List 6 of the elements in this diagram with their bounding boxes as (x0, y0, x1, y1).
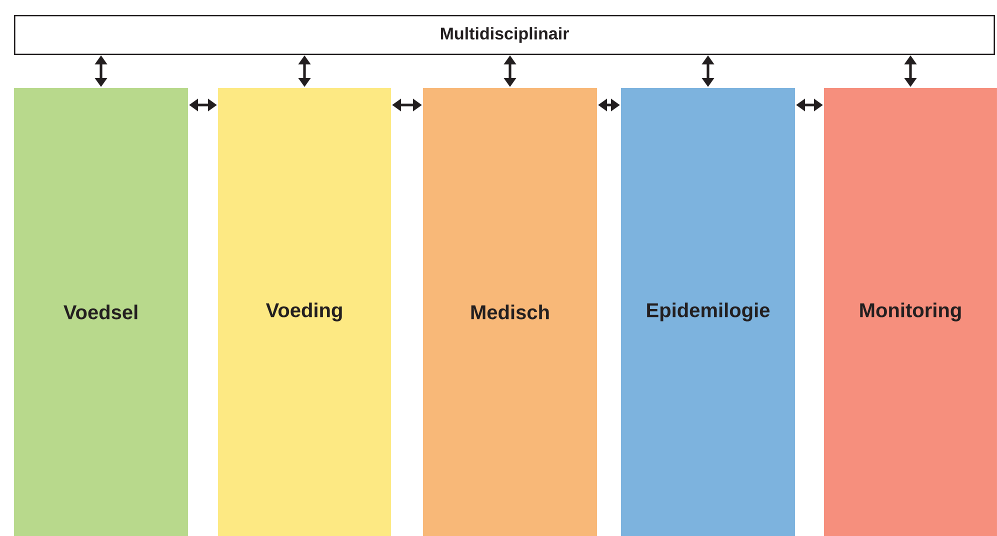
column-box: Medisch (423, 88, 597, 536)
column-box: Epidemilogie (621, 88, 795, 536)
column-box: Voeding (218, 88, 391, 536)
column-box: Monitoring (824, 88, 997, 536)
header-box: Multidisciplinair (14, 15, 995, 55)
column-box: Voedsel (14, 88, 188, 536)
